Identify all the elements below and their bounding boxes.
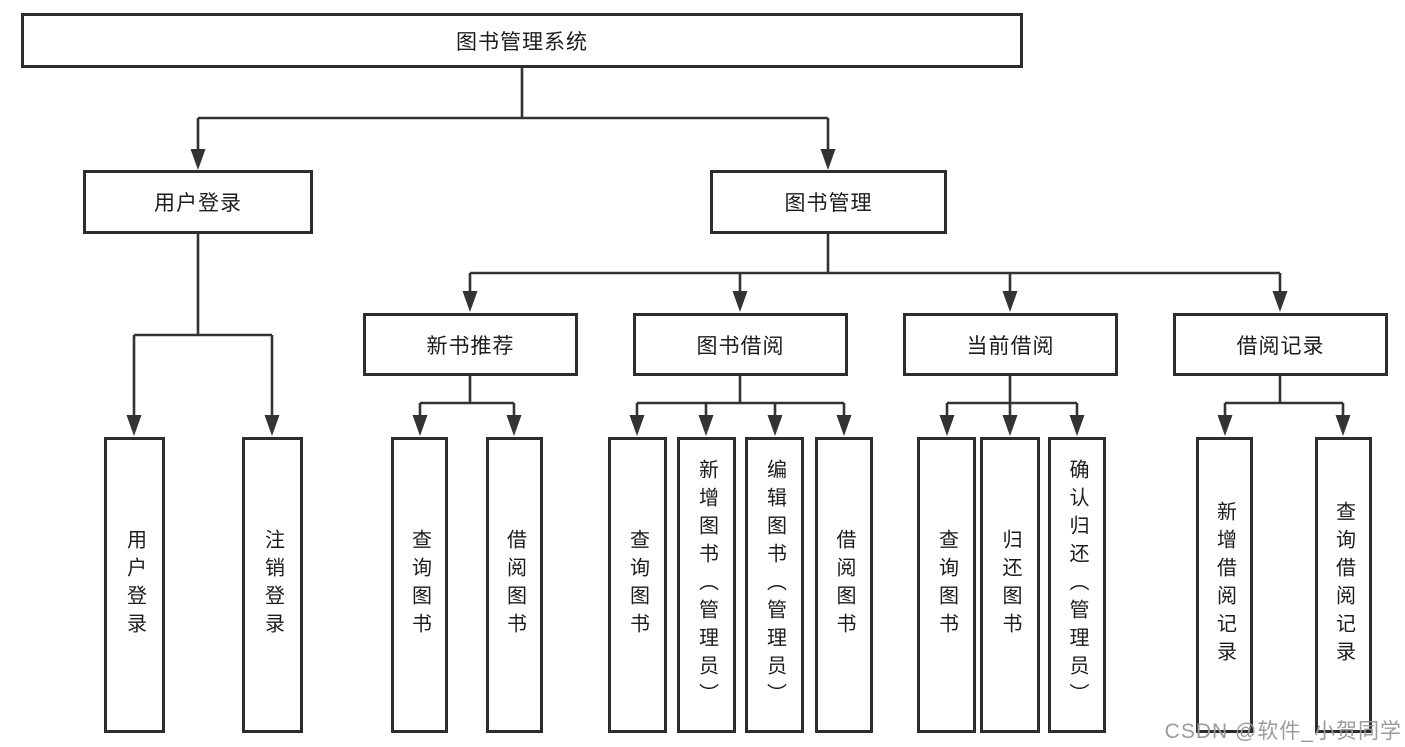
node-book-borrowing-label: 图书借阅 — [696, 334, 785, 358]
leaf-nb-query-books-label: 查询图书 — [408, 529, 431, 641]
leaf-nb-borrow-books: 借阅图书 — [486, 437, 543, 733]
leaf-nb-query-books: 查询图书 — [391, 437, 448, 733]
leaf-bb-edit-books-admin: 编辑图书（管理员） — [745, 437, 804, 733]
leaf-bb-edit-books-admin-label: 编辑图书（管理员） — [763, 459, 786, 711]
leaf-bb-add-books-admin: 新增图书（管理员） — [677, 437, 736, 733]
arrowhead-icon — [1069, 415, 1085, 436]
arrowhead-icon — [732, 291, 748, 312]
node-book-management: 图书管理 — [710, 170, 947, 234]
arrowhead-icon — [506, 415, 522, 436]
arrowhead-icon — [836, 415, 852, 436]
arrowhead-icon — [1335, 415, 1351, 436]
leaf-cb-return-books: 归还图书 — [980, 437, 1040, 733]
leaf-cb-return-books-label: 归还图书 — [999, 529, 1021, 641]
node-borrowing-records-label: 借阅记录 — [1236, 334, 1325, 358]
leaf-br-query-record-label: 查询借阅记录 — [1332, 501, 1355, 669]
arrowhead-icon — [1272, 291, 1288, 312]
node-book-management-label: 图书管理 — [784, 192, 873, 215]
leaf-bb-query-books-label: 查询图书 — [626, 529, 649, 641]
arrowhead-icon — [820, 149, 836, 170]
node-user-login-label: 用户登录 — [154, 192, 242, 215]
leaf-cb-query-books: 查询图书 — [917, 437, 976, 733]
connector-root-to-level2 — [196, 66, 830, 151]
connector-new-book-to-leaves — [418, 376, 516, 417]
arrowhead-icon — [462, 291, 478, 312]
leaf-cb-query-books-label: 查询图书 — [935, 529, 958, 641]
watermark: CSDN @软件_小贺同学 — [1164, 720, 1402, 743]
leaf-bb-add-books-admin-label: 新增图书（管理员） — [695, 459, 718, 711]
leaf-logout: 注销登录 — [242, 437, 303, 733]
connector-borrowing-to-leaves — [635, 376, 846, 417]
arrowhead-icon — [767, 415, 783, 436]
node-user-login: 用户登录 — [83, 170, 313, 234]
arrowhead-icon — [126, 415, 142, 436]
leaf-bb-borrow-books-label: 借阅图书 — [833, 529, 855, 641]
arrowhead-icon — [1002, 415, 1018, 436]
arrowhead-icon — [1217, 415, 1233, 436]
connector-book-management-to-level3 — [468, 234, 1282, 293]
connector-current-to-leaves — [945, 376, 1079, 417]
node-book-borrowing: 图书借阅 — [633, 313, 848, 376]
leaf-bb-query-books: 查询图书 — [608, 437, 667, 733]
node-current-borrowing: 当前借阅 — [903, 313, 1118, 376]
arrowhead-icon — [412, 415, 428, 436]
node-root: 图书管理系统 — [21, 13, 1023, 68]
leaf-br-add-record: 新增借阅记录 — [1196, 437, 1253, 733]
node-new-book-recommend-label: 新书推荐 — [426, 334, 515, 358]
leaf-user-login-label: 用户登录 — [123, 529, 146, 641]
node-borrowing-records: 借阅记录 — [1173, 313, 1388, 376]
leaf-br-add-record-label: 新增借阅记录 — [1213, 501, 1236, 669]
arrowhead-icon — [264, 415, 280, 436]
node-current-borrowing-label: 当前借阅 — [966, 334, 1055, 358]
leaf-cb-confirm-return-admin: 确认归还（管理员） — [1048, 437, 1106, 733]
arrowhead-icon — [698, 415, 714, 436]
leaf-cb-confirm-return-admin-label: 确认归还（管理员） — [1066, 459, 1088, 711]
connector-arrowheads — [126, 149, 1351, 436]
leaf-nb-borrow-books-label: 借阅图书 — [503, 529, 526, 641]
connector-user-login-to-leaves — [132, 234, 274, 417]
leaf-bb-borrow-books: 借阅图书 — [815, 437, 873, 733]
arrowhead-icon — [190, 149, 206, 170]
arrowhead-icon — [629, 415, 645, 436]
connector-records-to-leaves — [1223, 376, 1345, 417]
node-root-label: 图书管理系统 — [456, 30, 588, 54]
leaf-user-login: 用户登录 — [104, 437, 165, 733]
arrowhead-icon — [939, 415, 955, 436]
leaf-logout-label: 注销登录 — [261, 529, 284, 641]
leaf-br-query-record: 查询借阅记录 — [1315, 437, 1372, 733]
arrowhead-icon — [1002, 291, 1018, 312]
node-new-book-recommend: 新书推荐 — [363, 313, 578, 376]
connector-paths — [132, 66, 1345, 417]
